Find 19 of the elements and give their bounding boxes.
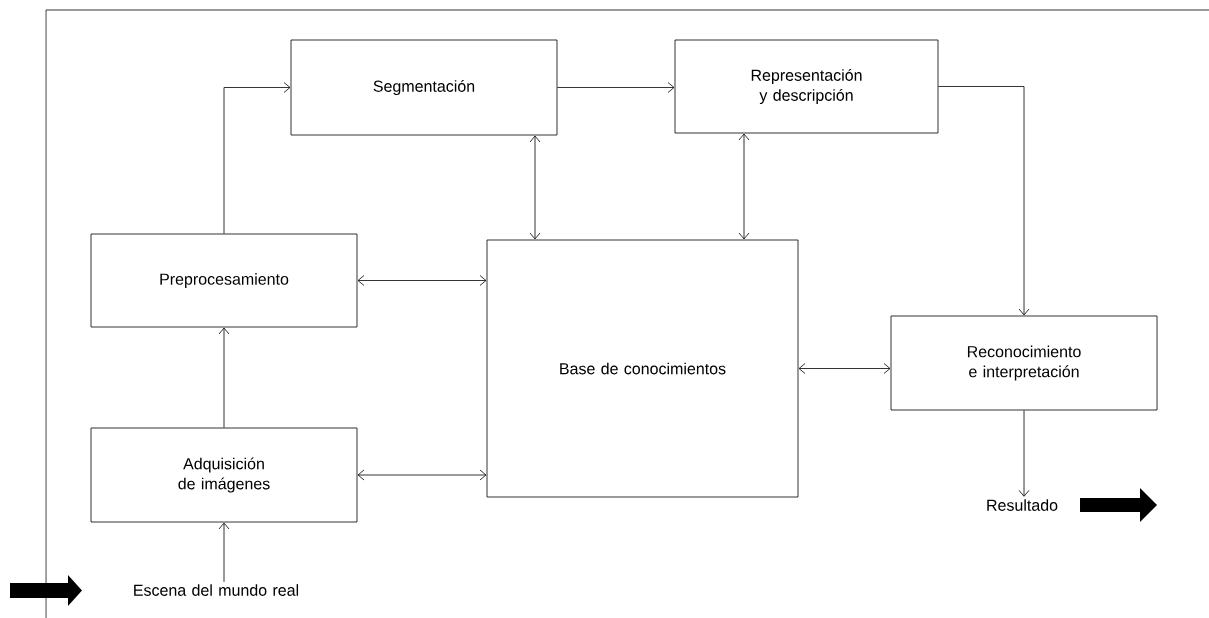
- arrow: [1018, 410, 1030, 497]
- node-label: Escena del mundo real: [134, 584, 299, 596]
- node-label: Resultado: [987, 499, 1058, 511]
- arrow: [557, 82, 675, 93]
- process-box: Segmentación: [290, 39, 558, 136]
- arrow: [738, 133, 750, 240]
- process-box: Preprocesamiento: [90, 233, 358, 328]
- arrow: [218, 522, 230, 583]
- process-box: Representación y descripción: [674, 39, 939, 134]
- process-box: Reconocimiento e interpretación: [890, 315, 1158, 411]
- arrow: [798, 363, 891, 374]
- arrow: [218, 327, 230, 428]
- arrow: [529, 135, 541, 240]
- process-box: Base de conocimientos: [486, 239, 799, 498]
- process-box: Adquisición de imágenes: [90, 427, 358, 523]
- arrow: [357, 275, 487, 286]
- arrow: [938, 86, 1030, 316]
- arrow: [223, 82, 291, 234]
- arrow: [357, 469, 487, 481]
